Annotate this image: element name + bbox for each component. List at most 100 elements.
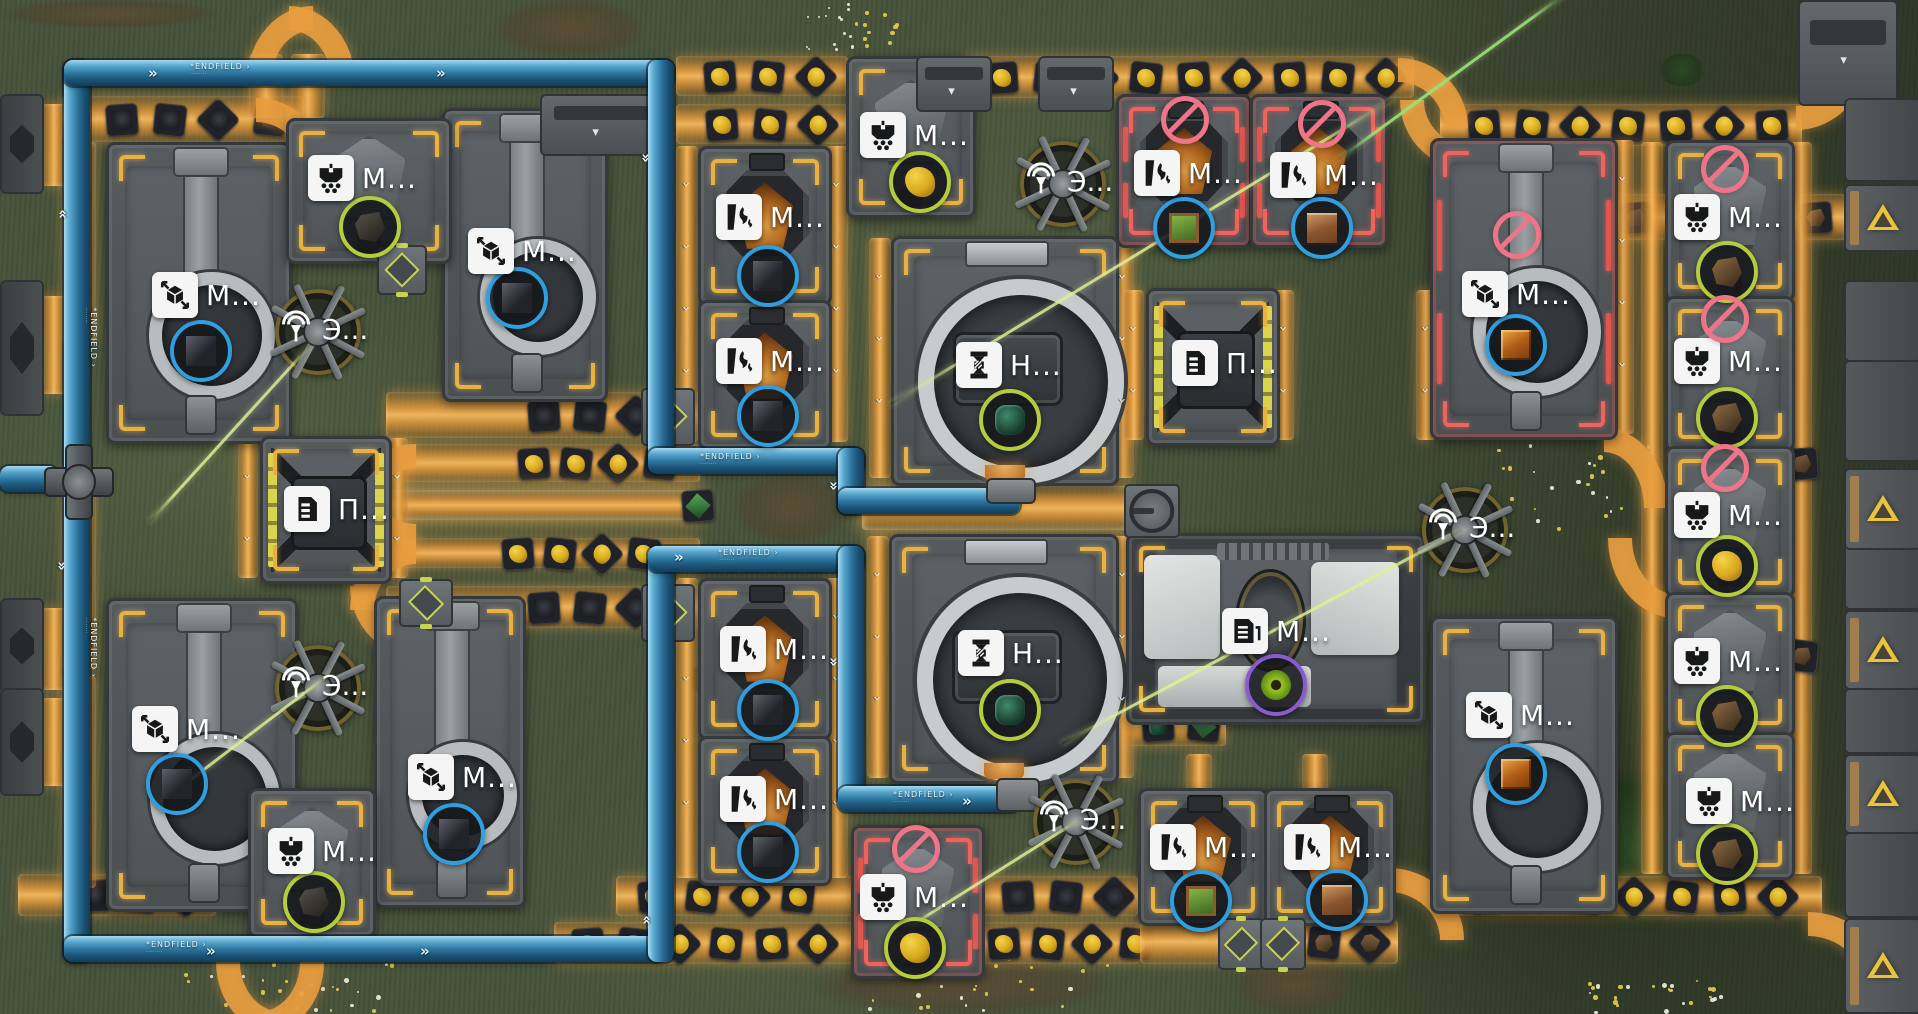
liquid-pipe[interactable]: [64, 60, 674, 86]
conveyor-belt[interactable]: [1790, 142, 1812, 874]
belt-item-crate[interactable]: [1000, 879, 1036, 915]
belt-splitter[interactable]: [1218, 916, 1264, 972]
miner-bottomright[interactable]: [1430, 616, 1618, 914]
belt-item-sulfur[interactable]: [752, 107, 788, 143]
processor-1-label[interactable]: Н...: [956, 342, 1062, 388]
smelter-bottom-1-label[interactable]: М...: [1150, 824, 1259, 870]
liquid-pipe[interactable]: [648, 556, 674, 962]
smelter-2-label[interactable]: М...: [716, 338, 825, 384]
belt-item-sulfur[interactable]: [1610, 108, 1646, 144]
belt-item-crate[interactable]: [1048, 879, 1084, 915]
relay-5-label[interactable]: Э...: [1034, 796, 1126, 843]
smelter-bottom-2-label[interactable]: М...: [1284, 824, 1393, 870]
belt-item-sulfur[interactable]: [1176, 60, 1212, 96]
miner-bottomleft-label[interactable]: М...: [132, 706, 241, 752]
relay-5[interactable]: [1027, 773, 1125, 871]
belt-item-sulfur[interactable]: [708, 926, 744, 962]
smelter-3-label[interactable]: М...: [720, 626, 829, 672]
relay-1-label[interactable]: Э...: [276, 306, 368, 353]
belt-item-sulfur[interactable]: [558, 446, 594, 482]
miner-topleft-output-item[interactable]: [170, 320, 232, 382]
depot-left-label[interactable]: П...: [284, 486, 390, 532]
conveyor-belt[interactable]: [1124, 290, 1144, 440]
rsieve-4-output-item[interactable]: [1696, 685, 1758, 747]
smelter-top-disabled-1-output-item[interactable]: [1153, 197, 1215, 259]
relay-3[interactable]: [1014, 135, 1112, 233]
belt-item-crate[interactable]: [572, 398, 608, 434]
processor-2-label[interactable]: Н...: [958, 630, 1064, 676]
belt-item-sulfur[interactable]: [754, 926, 790, 962]
miner-bottomleft-output-item[interactable]: [146, 753, 208, 815]
conveyor-belt[interactable]: [238, 438, 258, 578]
relay-1[interactable]: [269, 283, 367, 381]
sieve-topcenter-output-item[interactable]: [889, 151, 951, 213]
conveyor-belt[interactable]: [867, 536, 889, 778]
conveyor-belt[interactable]: [42, 608, 66, 690]
processor-2-output-item[interactable]: [979, 679, 1041, 741]
miner-top2[interactable]: [442, 108, 608, 402]
smelter-top-disabled-2-output-item[interactable]: [1291, 197, 1353, 259]
relay-2-label[interactable]: Э...: [276, 662, 368, 709]
belt-item-sulfur[interactable]: [1658, 108, 1694, 144]
belt-item-sulfur[interactable]: [1754, 108, 1790, 144]
belt-splitter[interactable]: [399, 577, 453, 629]
liquid-pipe[interactable]: [838, 786, 1020, 812]
belt-item-sulfur[interactable]: [702, 59, 738, 95]
belt-item-sulfur[interactable]: [750, 59, 786, 95]
belt-item-gem[interactable]: [680, 488, 716, 524]
priority-container[interactable]: [1844, 754, 1918, 834]
belt-item-sulfur[interactable]: [516, 446, 552, 482]
miner-top2-output-item[interactable]: [486, 267, 548, 329]
belt-item-sulfur[interactable]: [986, 926, 1022, 962]
miner-bottom2-output-item[interactable]: [423, 803, 485, 865]
belt-item-crate[interactable]: [526, 590, 562, 626]
relay-4[interactable]: [1416, 481, 1514, 579]
conveyor-belt[interactable]: [1186, 754, 1212, 792]
belt-item-crate[interactable]: [152, 102, 188, 138]
belt-item-sulfur[interactable]: [1030, 926, 1066, 962]
smelter-top-disabled-1-label[interactable]: М...: [1134, 150, 1243, 196]
smelter-1-label[interactable]: М...: [716, 194, 825, 240]
sieve-topleft-output-item[interactable]: [339, 196, 401, 258]
belt-item-crate[interactable]: [572, 590, 608, 626]
conveyor-belt[interactable]: [869, 238, 891, 478]
refinery-output-item[interactable]: [1245, 654, 1307, 716]
priority-container[interactable]: [1844, 184, 1918, 252]
rsieve-5-label[interactable]: М...: [1686, 778, 1795, 824]
miner-bottomright-output-item[interactable]: [1485, 743, 1547, 805]
relay-2[interactable]: [269, 639, 367, 737]
miner-topleft-label[interactable]: М...: [152, 272, 261, 318]
sieve-topcenter-label[interactable]: М...: [860, 112, 969, 158]
smelter-3-output-item[interactable]: [737, 679, 799, 741]
relay-3-label[interactable]: Э...: [1021, 158, 1113, 205]
conveyor-belt[interactable]: [42, 296, 66, 394]
depot-right-label[interactable]: П...: [1172, 340, 1278, 386]
liquid-pipe[interactable]: [838, 546, 864, 804]
sieve-bottomleft-output-item[interactable]: [283, 871, 345, 933]
smelter-bottom-1-output-item[interactable]: [1170, 870, 1232, 932]
conveyor-belt[interactable]: [42, 104, 66, 186]
liquid-pipe[interactable]: [64, 936, 664, 962]
liquid-pipe[interactable]: [648, 546, 864, 572]
smelter-top-disabled-2-label[interactable]: М...: [1270, 152, 1379, 198]
smelter-4-label[interactable]: М...: [720, 776, 829, 822]
belt-item-sulfur[interactable]: [1664, 879, 1700, 915]
conveyor-belt[interactable]: [386, 490, 702, 520]
miner-right-disabled-label[interactable]: М...: [1462, 271, 1571, 317]
belt-item-sulfur[interactable]: [542, 536, 578, 572]
smelter-bottom-2-output-item[interactable]: [1306, 869, 1368, 931]
belt-item-sulfur[interactable]: [704, 107, 740, 143]
priority-container[interactable]: [1844, 610, 1918, 690]
pipe-valve[interactable]: [1124, 484, 1180, 538]
belt-item-sulfur[interactable]: [1128, 60, 1164, 96]
miner-right-disabled-output-item[interactable]: [1485, 314, 1547, 376]
conveyor-belt[interactable]: [1302, 754, 1328, 792]
belt-item-sulfur[interactable]: [1272, 60, 1308, 96]
miner-top2-label[interactable]: М...: [468, 228, 577, 274]
liquid-pipe[interactable]: [648, 448, 864, 474]
conveyor-belt[interactable]: [676, 146, 698, 442]
belt-item-sulfur[interactable]: [1712, 879, 1748, 915]
conveyor-belt[interactable]: [676, 578, 698, 878]
rsieve-4-label[interactable]: М...: [1674, 638, 1783, 684]
belt-item-sulfur[interactable]: [500, 536, 536, 572]
